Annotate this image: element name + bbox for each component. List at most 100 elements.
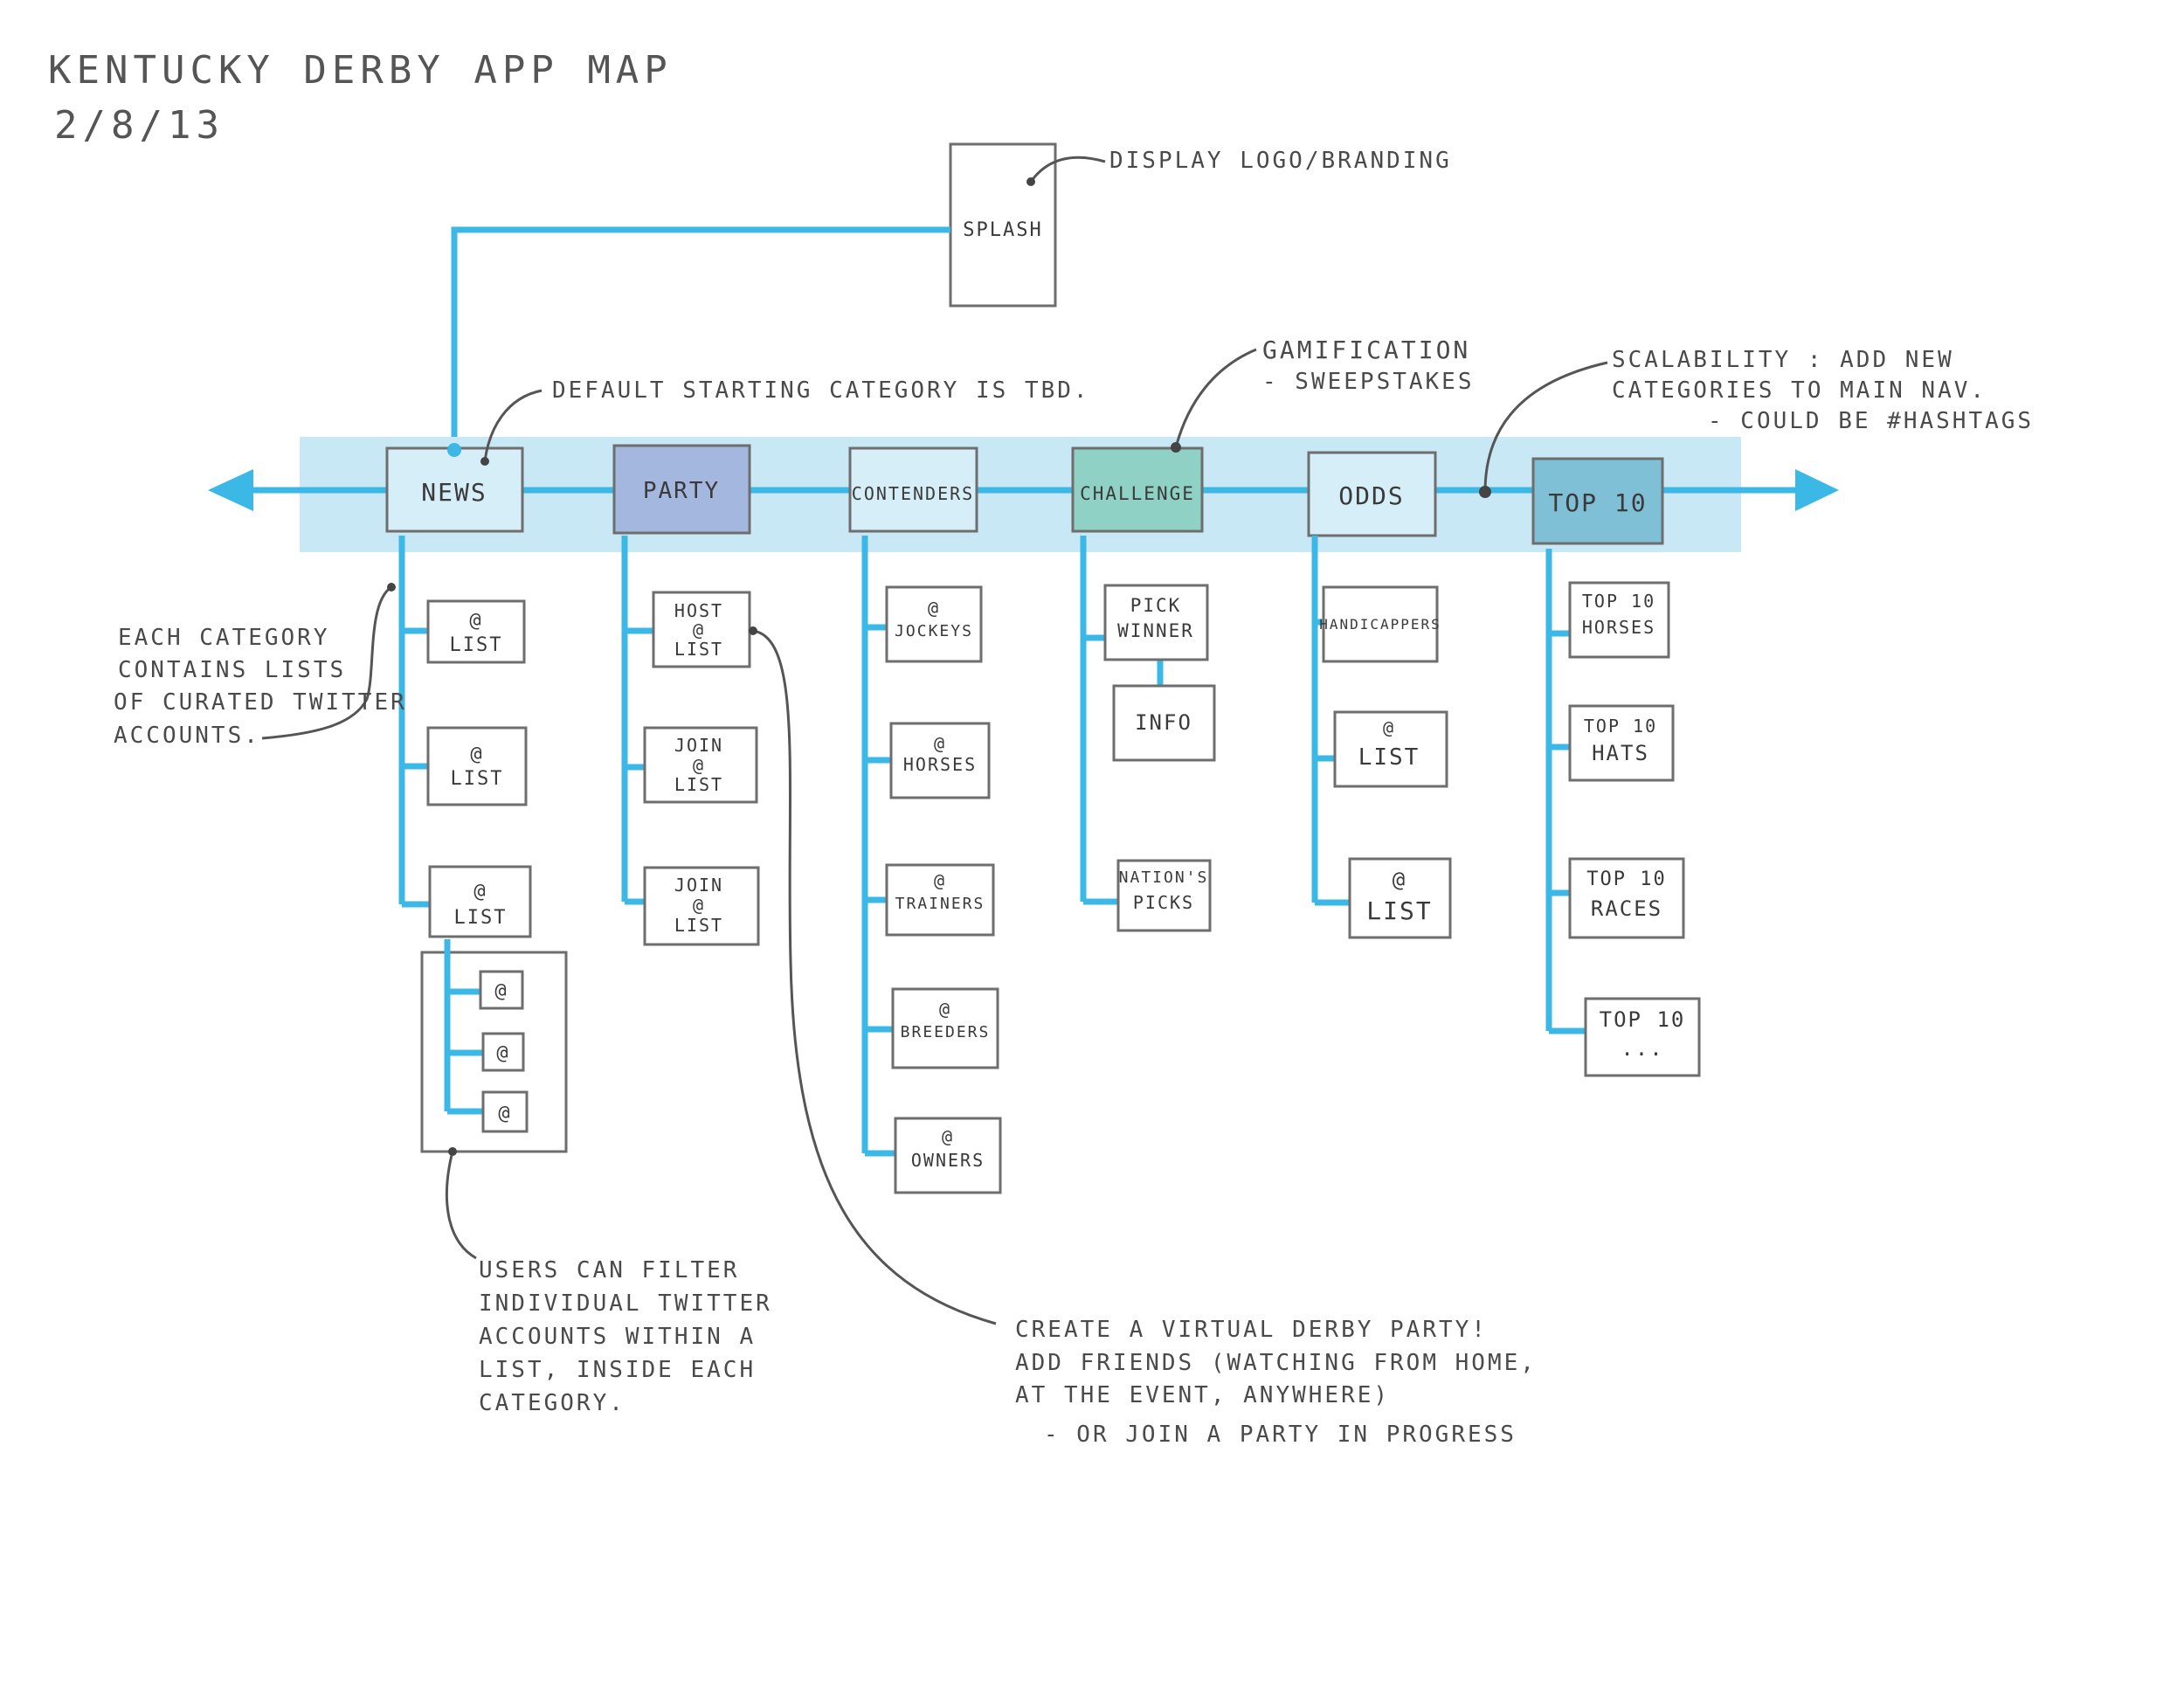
party-host-list-line-1: HOST (674, 600, 723, 621)
splash-label: SPLASH (963, 219, 1042, 241)
contenders-owners: @ OWNERS (894, 1117, 1002, 1194)
party-host-list-box (652, 591, 751, 668)
challenge-pick-winner-box (1103, 584, 1209, 661)
party-join-list-1-box (643, 726, 758, 804)
splash-connector-line (451, 226, 950, 450)
news-list-3-box (428, 865, 532, 938)
users-filter-note-line-2: INDIVIDUAL TWITTER (479, 1290, 772, 1317)
nav-category-challenge: CHALLENGE (1071, 446, 1204, 533)
nav-category-party: PARTY (612, 444, 751, 535)
top10-hats-line-1: TOP 10 (1584, 716, 1657, 737)
odds-list-1-label: LIST (1358, 744, 1420, 771)
top10-horses-box (1568, 581, 1670, 659)
top10-branch-line (1545, 549, 1586, 1034)
splash-screen-box (949, 142, 1057, 308)
party-branch-line (621, 536, 653, 905)
news-label: NEWS (421, 478, 487, 507)
top10-horses: TOP 10 HORSES (1568, 581, 1670, 659)
contenders-jockeys-box (885, 585, 983, 663)
contenders-jockeys-label: JOCKEYS (895, 622, 973, 640)
news-list-2-at: @ (470, 744, 483, 765)
news-box (385, 446, 524, 533)
news-list-2-box (426, 726, 528, 806)
top10-horses-line-1: TOP 10 (1582, 591, 1655, 612)
top10-label: TOP 10 (1548, 488, 1647, 517)
nav-arrow-right-icon (1795, 469, 1839, 511)
top10-more-line-1: TOP 10 (1600, 1007, 1686, 1032)
party-join-list-2-box (643, 866, 760, 946)
nav-category-top10: TOP 10 (1531, 457, 1664, 545)
party-join-list-2-line-2: @ (693, 895, 705, 916)
challenge-nations-picks-line-1: NATION'S (1119, 868, 1209, 887)
challenge-nations-picks-box (1116, 859, 1212, 932)
challenge-box (1071, 446, 1204, 533)
default-note-dot (480, 457, 489, 466)
party-join-list-1-line-3: LIST (674, 774, 723, 795)
virtual-party-note-line-1: CREATE A VIRTUAL DERBY PARTY! (1015, 1317, 1488, 1343)
each-category-note-line-2: CONTAINS LISTS (118, 657, 346, 683)
scalability-note-line-2: CATEGORIES TO MAIN NAV. (1612, 377, 1987, 404)
virtual-party-note-dot (749, 626, 757, 635)
news-branch-line (398, 536, 430, 908)
each-category-note-pointer (261, 585, 392, 740)
party-join-list-2-line-1: JOIN (674, 875, 723, 896)
news-entry-dot (447, 443, 461, 457)
top10-more-box (1584, 997, 1701, 1077)
gamification-note-pointer (1174, 348, 1257, 448)
top10-hats-box (1568, 704, 1675, 782)
virtual-party-note-line-4: - OR JOIN A PARTY IN PROGRESS (1044, 1422, 1517, 1448)
challenge-nations-picks-line-2: PICKS (1133, 892, 1194, 913)
odds-list-1: @ LIST (1333, 710, 1448, 788)
contenders-breeders: @ BREEDERS (891, 987, 999, 1069)
news-account-3-box (481, 1090, 529, 1133)
users-filter-note-line-3: ACCOUNTS WITHIN A (479, 1324, 756, 1350)
news-account-2-label: @ (496, 1042, 509, 1064)
odds-label: ODDS (1338, 481, 1404, 510)
news-list-3-label: LIST (454, 907, 508, 929)
default-note-pointer (483, 389, 543, 462)
contenders-horses-at: @ (934, 733, 946, 754)
contenders-box (848, 446, 978, 533)
party-join-list-1-line-2: @ (693, 755, 705, 776)
gamification-note-dot (1171, 442, 1181, 453)
nav-category-odds: ODDS (1307, 451, 1437, 537)
scalability-note-line-3: - COULD BE #HASHTAGS (1708, 408, 2034, 434)
each-category-note-dot (387, 583, 396, 591)
top10-more: TOP 10 ... (1584, 997, 1701, 1077)
challenge-info-box (1112, 684, 1216, 762)
news-account-3-label: @ (498, 1103, 511, 1124)
challenge-info-label: INFO (1135, 710, 1192, 735)
top10-box (1531, 457, 1664, 545)
news-account-2-box (481, 1032, 525, 1072)
contenders-owners-label: OWNERS (911, 1150, 985, 1171)
top10-more-line-2: ... (1621, 1036, 1663, 1061)
odds-list-1-box (1333, 710, 1448, 788)
diagram-date: 2/8/13 (54, 103, 225, 148)
party-host-list: HOST @ LIST (652, 591, 751, 668)
odds-branch-line (1311, 536, 1350, 906)
party-label: PARTY (643, 478, 720, 504)
contenders-jockeys: @ JOCKEYS (885, 585, 983, 663)
challenge-pick-winner-line-2: WINNER (1117, 620, 1194, 641)
news-account-2: @ (481, 1032, 525, 1072)
news-list-1-box (426, 599, 526, 664)
scalability-note-line-1: SCALABILITY : ADD NEW (1612, 347, 1954, 373)
odds-list-2-box (1348, 857, 1452, 939)
odds-handicappers-label: HANDICAPPERS (1319, 616, 1441, 633)
each-category-note-line-4: ACCOUNTS. (114, 723, 260, 749)
contenders-breeders-box (891, 987, 999, 1069)
party-join-list-1-line-1: JOIN (674, 735, 723, 756)
party-box (612, 444, 751, 535)
contenders-horses-box (889, 722, 991, 799)
news-list-1: @ LIST (426, 599, 526, 664)
news-account-3: @ (481, 1090, 529, 1133)
party-join-list-2-line-3: LIST (674, 915, 723, 936)
odds-list-2: @ LIST (1348, 857, 1452, 939)
challenge-label: CHALLENGE (1080, 483, 1195, 504)
news-account-1: @ (479, 970, 524, 1010)
party-host-list-line-3: LIST (674, 639, 723, 660)
news-accounts-branch-line (444, 939, 483, 1115)
contenders-owners-at: @ (942, 1126, 954, 1147)
news-list-1-at: @ (469, 610, 482, 632)
